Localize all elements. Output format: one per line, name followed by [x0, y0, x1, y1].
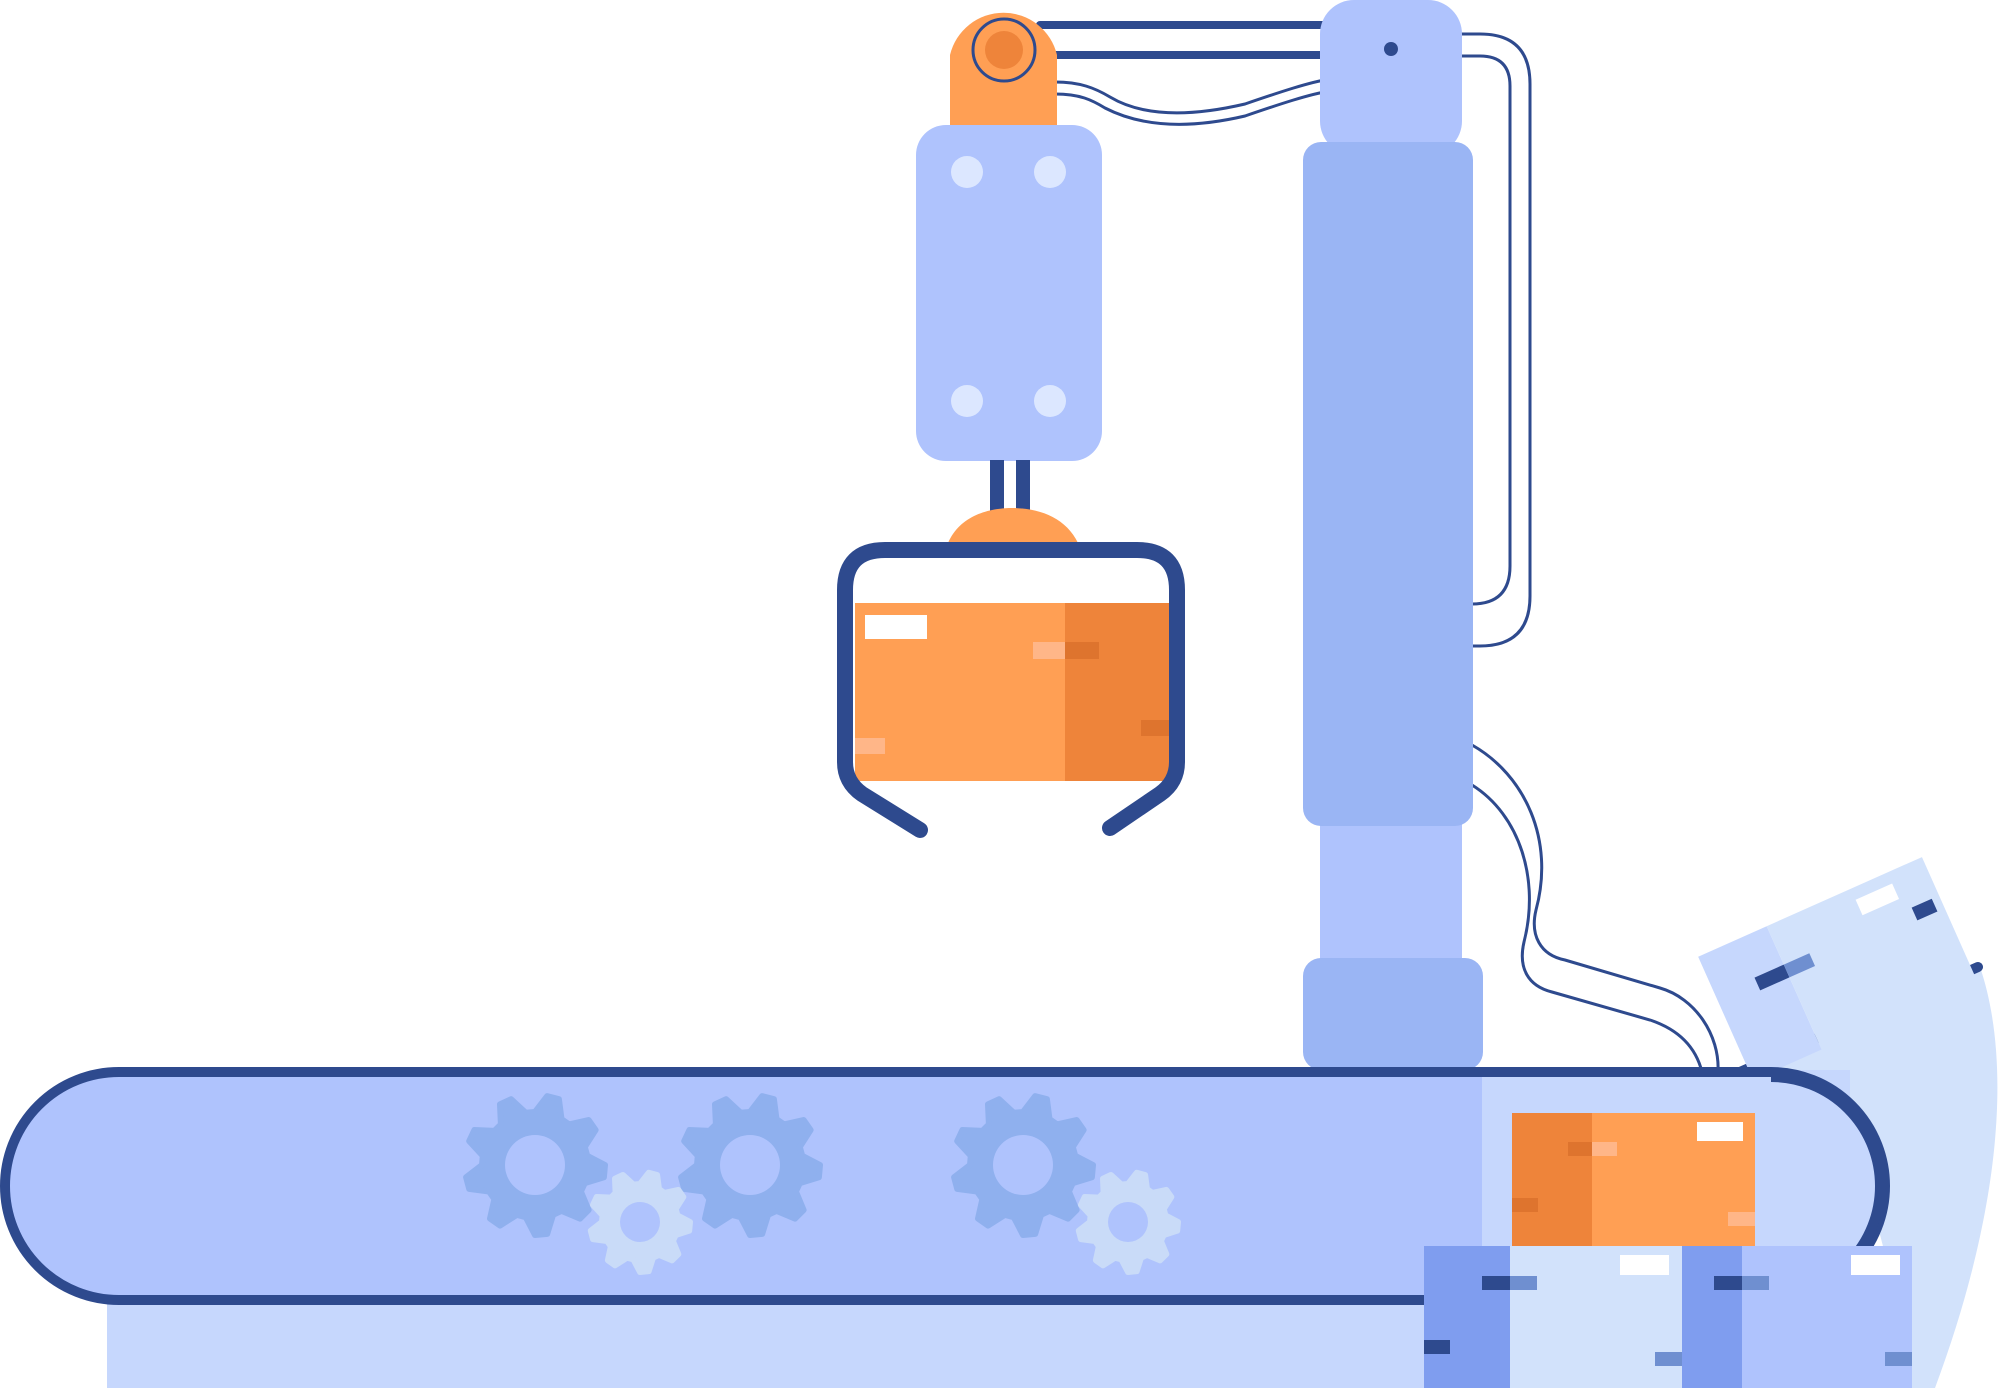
- arm-bolt: [1034, 385, 1066, 417]
- box-tape: [1911, 898, 1938, 921]
- box-tape: [1714, 1276, 1742, 1290]
- conveyor-stand: [107, 1298, 1492, 1388]
- column-main-body: [1303, 142, 1473, 826]
- gripper-claw: [837, 542, 1185, 838]
- arm-rod: [1016, 460, 1030, 512]
- box-tape: [1065, 642, 1099, 659]
- arm-bolt: [1034, 156, 1066, 188]
- box-tape: [1885, 1352, 1912, 1366]
- arm-bolt: [951, 385, 983, 417]
- gear-hole: [993, 1135, 1053, 1195]
- box-tape: [1783, 953, 1816, 978]
- box-tape: [1754, 964, 1790, 991]
- gear-hole: [505, 1135, 565, 1195]
- sliding-box: [1698, 857, 1977, 1081]
- stack-box-bottom-left: [1424, 1246, 1682, 1388]
- box-label: [865, 615, 927, 639]
- robot-arm: [916, 12, 1102, 543]
- column-pivot-bolt: [1384, 42, 1398, 56]
- stack-box-top: [1512, 1113, 1755, 1246]
- stack-box-bottom-right: [1682, 1246, 1912, 1388]
- box-label: [1620, 1255, 1669, 1275]
- box-tape: [1510, 1276, 1537, 1290]
- box-tape: [1568, 1142, 1592, 1156]
- box-tape: [1728, 1212, 1755, 1226]
- column-top-cap: [1320, 0, 1462, 155]
- column-neck: [1320, 800, 1462, 975]
- box-tape: [1424, 1340, 1450, 1354]
- box-tape: [1742, 1276, 1769, 1290]
- box-stack: [1424, 1113, 1912, 1388]
- arm-body: [916, 125, 1102, 461]
- arm-rod: [990, 460, 1004, 512]
- arm-joint: [950, 12, 1057, 135]
- box-label: [1855, 883, 1900, 916]
- gear-hole: [720, 1135, 780, 1195]
- box-tape: [855, 738, 885, 754]
- box-tape: [1512, 1198, 1538, 1212]
- arm-top-cables: [1036, 21, 1334, 126]
- gear-hole: [620, 1202, 660, 1242]
- box-tape: [1033, 642, 1065, 659]
- box-tape: [1655, 1352, 1682, 1366]
- box-tape: [1482, 1276, 1510, 1290]
- conveyor-gears: [463, 1093, 1181, 1275]
- robot-column: [1303, 0, 1483, 1070]
- column-side-cables: [1460, 32, 1720, 1073]
- column-base: [1303, 958, 1483, 1070]
- arm-joint-pin: [985, 31, 1023, 69]
- box-label: [1851, 1255, 1900, 1275]
- box-tape: [1141, 720, 1170, 736]
- arm-bolt: [951, 156, 983, 188]
- held-box: [855, 603, 1170, 781]
- box-label: [1697, 1122, 1743, 1141]
- box-tape: [1592, 1142, 1617, 1156]
- gear-hole: [1108, 1202, 1148, 1242]
- gripper-mount: [948, 508, 1078, 543]
